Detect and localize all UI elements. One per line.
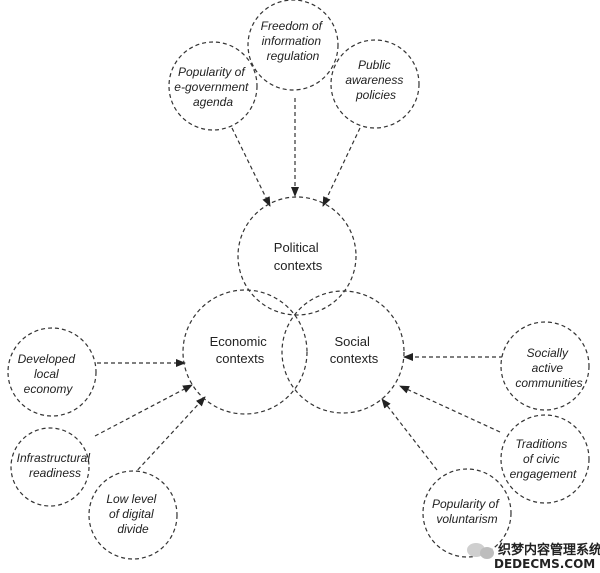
developed-label: Developed local economy bbox=[18, 352, 79, 396]
social-label: Social contexts bbox=[330, 334, 379, 366]
arrow-infrastructure-to-economic bbox=[94, 384, 193, 437]
awareness-circle bbox=[330, 39, 420, 129]
political-circle bbox=[237, 196, 357, 316]
watermark-line1: 织梦内容管理系统 bbox=[498, 542, 600, 558]
developed-circle bbox=[7, 327, 97, 417]
digital-circle bbox=[88, 470, 178, 560]
arrows bbox=[94, 98, 503, 476]
context-circles bbox=[182, 196, 405, 415]
arrow-digital-to-economic bbox=[132, 396, 206, 476]
traditions-circle bbox=[500, 414, 590, 504]
infrastructure-label: Infrastructural readiness bbox=[17, 451, 94, 480]
social-active-label: Socially active communities bbox=[515, 346, 582, 390]
political-label: Political contexts bbox=[274, 240, 323, 273]
traditions-label: Traditions of civic engagement bbox=[510, 437, 577, 481]
freedom-label: Freedom of information regulation bbox=[261, 19, 326, 63]
digital-label: Low level of digital divide bbox=[106, 492, 159, 536]
egov-circle bbox=[168, 41, 258, 131]
economic-circle bbox=[182, 289, 308, 415]
social-circle bbox=[281, 290, 405, 414]
arrow-awareness-to-political bbox=[322, 127, 361, 207]
arrow-traditions-to-social bbox=[399, 385, 501, 433]
factor-circles bbox=[7, 0, 590, 560]
context-labels: Political contexts Economic contexts Soc… bbox=[210, 240, 379, 366]
arrow-egov-to-political bbox=[231, 127, 271, 207]
watermark-line2: DEDECMS.COM bbox=[494, 557, 595, 571]
arrow-voluntarism-to-social bbox=[381, 398, 438, 471]
awareness-label: Public awareness policies bbox=[345, 58, 406, 102]
voluntarism-circle bbox=[422, 468, 512, 558]
chat-icon bbox=[467, 543, 494, 559]
social-active-circle bbox=[500, 321, 590, 411]
egov-label: Popularity of e-government agenda bbox=[174, 65, 251, 109]
economic-label: Economic contexts bbox=[210, 334, 271, 366]
voluntarism-label: Popularity of voluntarism bbox=[432, 497, 502, 526]
watermark: 织梦内容管理系统 DEDECMS.COM bbox=[467, 542, 600, 571]
factor-labels: Freedom of information regulation Popula… bbox=[17, 19, 583, 536]
infrastructure-circle bbox=[10, 427, 90, 507]
freedom-circle bbox=[247, 0, 339, 91]
